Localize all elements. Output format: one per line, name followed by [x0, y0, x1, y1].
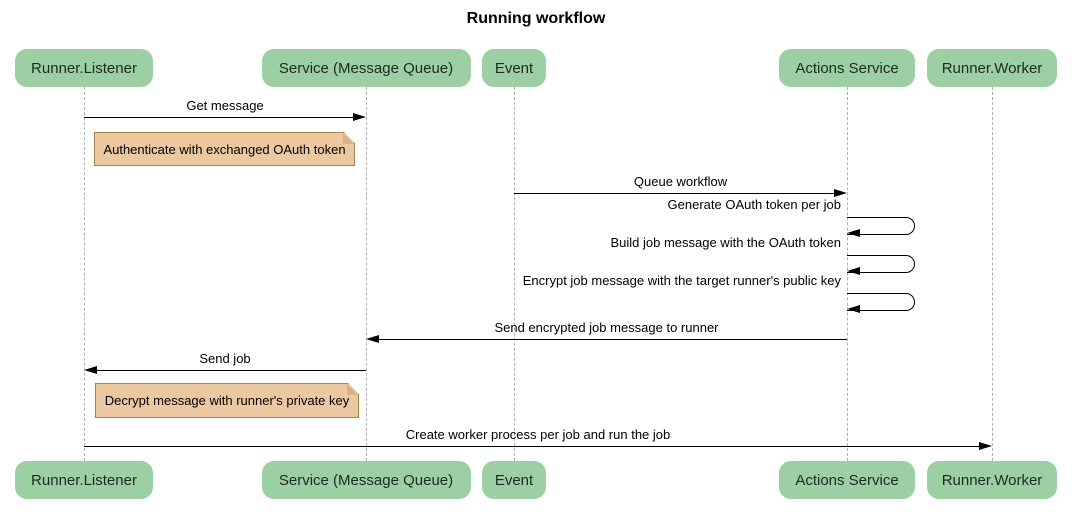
- self-loop: [847, 293, 915, 311]
- note: Authenticate with exchanged OAuth token: [94, 132, 355, 166]
- actor-box-service-message-queue: Service (Message Queue): [261, 461, 471, 499]
- message-label: Encrypt job message with the target runn…: [522, 273, 841, 288]
- message-label: Queue workflow: [633, 174, 728, 189]
- arrowhead-icon: [353, 113, 366, 121]
- lifeline-service-message-queue: [366, 87, 367, 461]
- actor-box-runner-worker: Runner.Worker: [927, 461, 1057, 499]
- arrowhead-icon: [834, 189, 847, 197]
- lifeline-runner-worker: [992, 87, 993, 461]
- actor-box-service-message-queue: Service (Message Queue): [261, 49, 471, 87]
- actor-box-runner-listener: Runner.Listener: [15, 49, 153, 87]
- arrowhead-icon: [84, 366, 97, 374]
- actor-box-actions-service: Actions Service: [779, 49, 915, 87]
- lifeline-runner-listener: [84, 87, 85, 461]
- message-line: [514, 193, 834, 194]
- arrowhead-icon: [979, 442, 992, 450]
- message-line: [97, 370, 366, 371]
- arrowhead-icon: [366, 335, 379, 343]
- message-label: Build job message with the OAuth token: [610, 235, 841, 250]
- message-line: [84, 446, 979, 447]
- self-loop: [847, 217, 915, 235]
- message-label: Send job: [199, 351, 251, 366]
- message-label: Create worker process per job and run th…: [405, 427, 671, 442]
- actor-box-event: Event: [482, 49, 546, 87]
- arrowhead-icon: [847, 267, 860, 275]
- actor-box-runner-worker: Runner.Worker: [927, 49, 1057, 87]
- arrowhead-icon: [847, 305, 860, 313]
- message-label: Send encrypted job message to runner: [494, 320, 719, 335]
- message-line: [379, 339, 847, 340]
- note: Decrypt message with runner's private ke…: [95, 383, 359, 418]
- actor-box-runner-listener: Runner.Listener: [15, 461, 153, 499]
- lifeline-event: [514, 87, 515, 461]
- note-fold-icon: [343, 133, 354, 144]
- message-label: Get message: [186, 98, 264, 113]
- note-fold-icon: [347, 384, 358, 395]
- message-line: [84, 117, 353, 118]
- self-loop: [847, 255, 915, 273]
- actor-box-actions-service: Actions Service: [779, 461, 915, 499]
- actor-box-event: Event: [482, 461, 546, 499]
- arrowhead-icon: [847, 229, 860, 237]
- message-label: Generate OAuth token per job: [667, 197, 841, 212]
- diagram-title: Running workflow: [466, 10, 606, 27]
